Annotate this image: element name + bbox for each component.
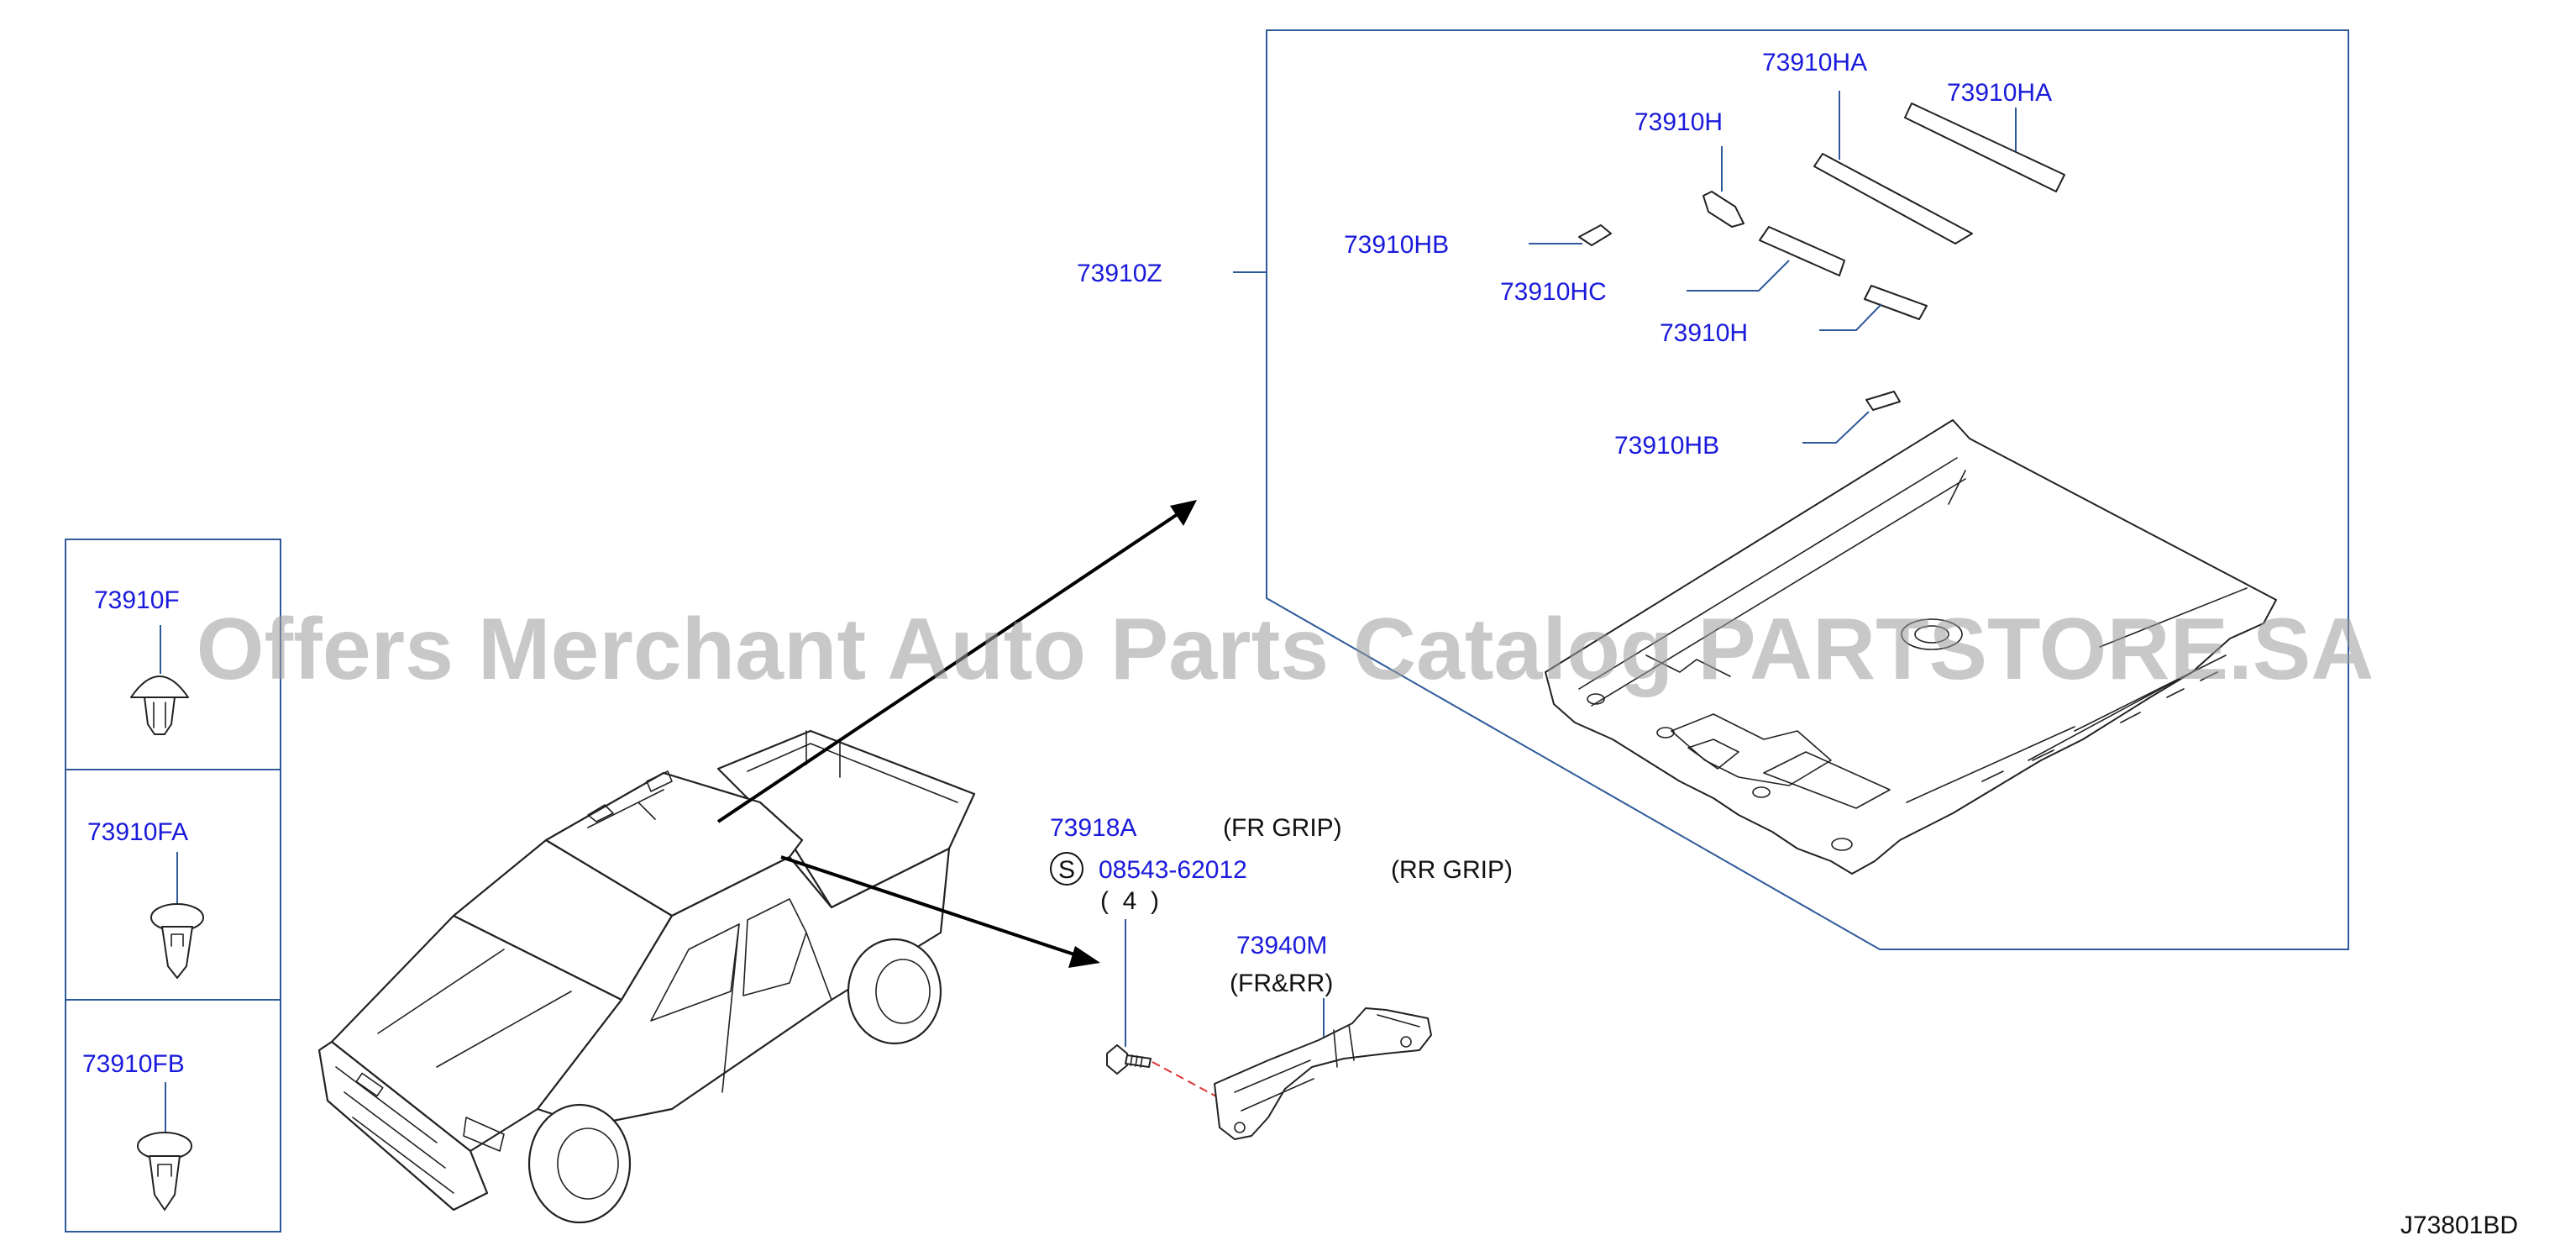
watermark: Offers Merchant Auto Parts Catalog PARTS…	[197, 601, 2374, 698]
clip-73910f-icon	[130, 675, 189, 735]
pad-73910ha-2	[1904, 102, 2065, 192]
screw-symbol-letter: S	[1058, 856, 1075, 884]
label-73910f: 73910F	[94, 586, 180, 614]
clip-73910fb-icon	[137, 1132, 192, 1211]
label-rr-grip-note: (RR GRIP)	[1391, 856, 1513, 884]
clip-panel	[65, 539, 281, 1233]
label-fr-rr-note: (FR&RR)	[1230, 970, 1333, 997]
arrow-to-headlining	[716, 500, 1197, 823]
screw-alignment-line	[1152, 1061, 1219, 1098]
headlining-panel	[1545, 419, 2277, 875]
pad-73910hb-2	[1865, 391, 1901, 411]
leader-73910hc	[1687, 260, 1790, 292]
leader-73910hb-2	[1802, 411, 1870, 444]
label-73910ha-2: 73910HA	[1947, 79, 2052, 107]
label-73910ha-1: 73910HA	[1762, 49, 1867, 76]
screw-symbol-circle	[1050, 852, 1083, 886]
label-73910h-1: 73910H	[1634, 108, 1723, 136]
label-73910fb: 73910FB	[82, 1050, 185, 1078]
label-fr-grip-note: (FR GRIP)	[1223, 814, 1342, 842]
label-08543-62012: 08543-62012	[1099, 856, 1247, 884]
pad-73910hc	[1759, 226, 1845, 276]
label-73910hc: 73910HC	[1500, 278, 1607, 306]
label-73910z: 73910Z	[1077, 260, 1162, 287]
clip-73910fa-icon	[150, 903, 204, 979]
assist-grip-bracket-icon	[1214, 1007, 1432, 1140]
headlining-detail-frame	[1266, 29, 2349, 950]
pad-73910hb-1	[1578, 224, 1612, 246]
screw-08543-62012-icon	[1106, 1044, 1152, 1075]
leader-73910h-2	[1819, 303, 1882, 331]
label-73940m: 73940M	[1236, 932, 1327, 959]
diagram-code: J73801BD	[2400, 1212, 2518, 1239]
pad-73910h-1	[1702, 191, 1744, 228]
label-73910h-2: 73910H	[1660, 319, 1748, 347]
label-73910hb-1: 73910HB	[1344, 231, 1449, 259]
label-screw-qty: ( 4 )	[1100, 887, 1159, 915]
label-73910fa: 73910FA	[87, 818, 188, 846]
label-73918a: 73918A	[1050, 814, 1136, 842]
pad-73910ha-1	[1813, 153, 1973, 244]
pickup-truck-illustration	[317, 729, 976, 1224]
arrow-to-grip	[780, 855, 1100, 968]
pad-73910h-2	[1864, 285, 1928, 320]
label-73910hb-2: 73910HB	[1614, 432, 1719, 460]
